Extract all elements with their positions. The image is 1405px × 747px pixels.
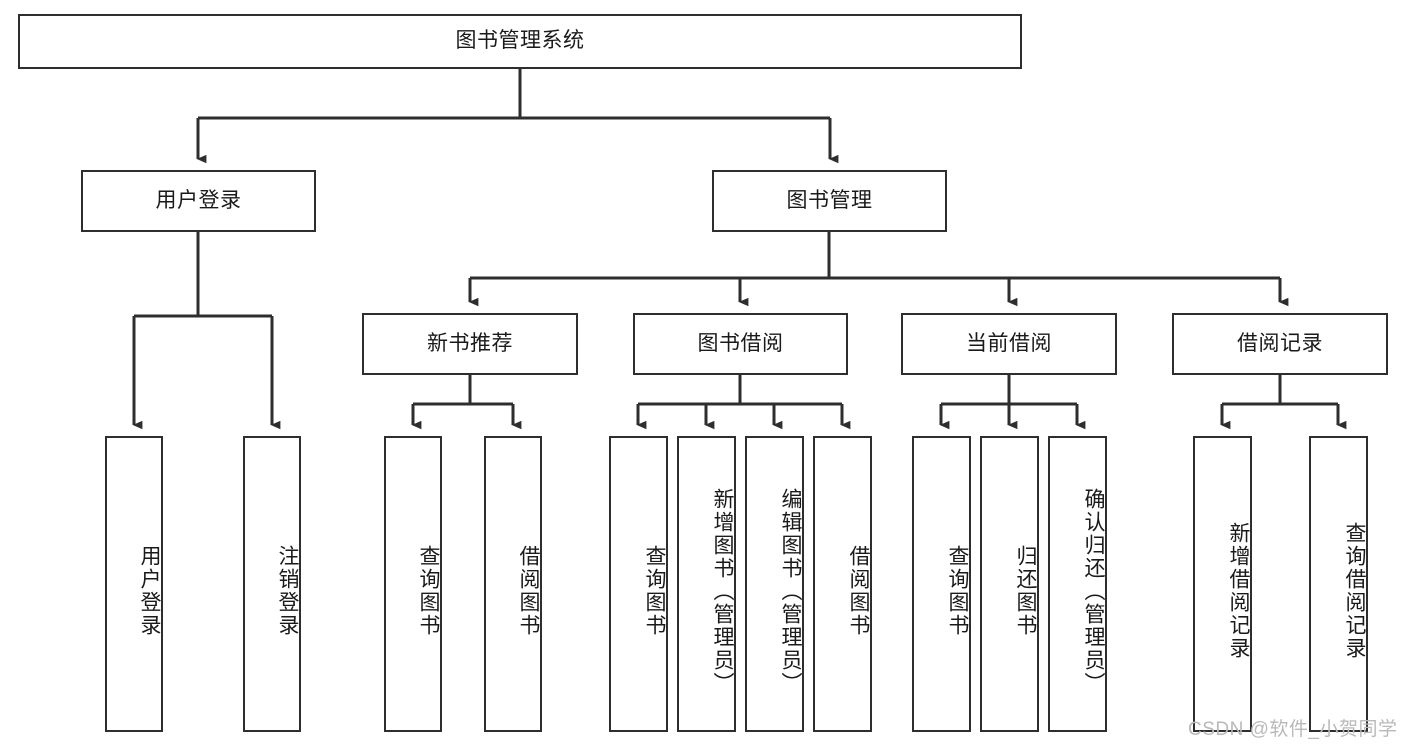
node-label: 图书管理 — [786, 188, 873, 212]
leaf-current-query-book[interactable]: 查询图书 — [912, 436, 971, 732]
csdn-watermark: CSDN @软件_小贺同学 — [1188, 719, 1398, 740]
leaf-borrow-borrow-book[interactable]: 借阅图书 — [813, 436, 872, 732]
node-label: 新增借阅记录 — [1227, 522, 1250, 660]
node-label: 新书推荐 — [427, 331, 513, 355]
node-label: 查询图书 — [417, 545, 440, 637]
node-label: 新增图书（管理员） — [711, 487, 734, 695]
leaf-record-add-record[interactable]: 新增借阅记录 — [1193, 436, 1252, 732]
node-label: 查询图书 — [643, 545, 666, 637]
node-label: 注销登录 — [276, 545, 299, 637]
node-new-book-recommend[interactable]: 新书推荐 — [362, 313, 578, 375]
leaf-recommend-borrow-book[interactable]: 借阅图书 — [484, 436, 542, 732]
leaf-user-login-logout[interactable]: 注销登录 — [243, 436, 301, 732]
leaf-borrow-query-book[interactable]: 查询图书 — [609, 436, 668, 732]
node-borrow-record[interactable]: 借阅记录 — [1172, 313, 1388, 375]
node-current-borrow[interactable]: 当前借阅 — [901, 313, 1117, 375]
node-label: 图书借阅 — [697, 331, 784, 355]
node-root-system[interactable]: 图书管理系统 — [18, 14, 1022, 69]
leaf-user-login-login[interactable]: 用户登录 — [105, 436, 163, 732]
leaf-borrow-edit-book-admin[interactable]: 编辑图书（管理员） — [745, 436, 804, 732]
leaf-current-return-book[interactable]: 归还图书 — [980, 436, 1039, 732]
node-label: 用户登录 — [155, 188, 242, 212]
node-label: 当前借阅 — [966, 331, 1052, 355]
leaf-record-query-record[interactable]: 查询借阅记录 — [1309, 436, 1368, 732]
node-label: 借阅图书 — [517, 545, 540, 637]
node-book-borrow[interactable]: 图书借阅 — [633, 313, 848, 375]
node-label: 图书管理系统 — [455, 29, 585, 53]
leaf-current-confirm-return-admin[interactable]: 确认归还（管理员） — [1048, 436, 1107, 732]
node-user-login[interactable]: 用户登录 — [81, 170, 316, 232]
node-label: 确认归还（管理员） — [1082, 487, 1105, 695]
node-book-management[interactable]: 图书管理 — [712, 170, 947, 232]
node-label: 归还图书 — [1014, 545, 1037, 637]
node-label: 用户登录 — [138, 545, 161, 637]
node-label: 借阅图书 — [847, 545, 870, 637]
node-label: 编辑图书（管理员） — [779, 487, 802, 695]
leaf-recommend-query-book[interactable]: 查询图书 — [384, 436, 442, 732]
node-label: 借阅记录 — [1237, 331, 1323, 355]
node-label: 查询图书 — [946, 545, 969, 637]
leaf-borrow-add-book-admin[interactable]: 新增图书（管理员） — [677, 436, 736, 732]
node-label: 查询借阅记录 — [1343, 522, 1366, 660]
